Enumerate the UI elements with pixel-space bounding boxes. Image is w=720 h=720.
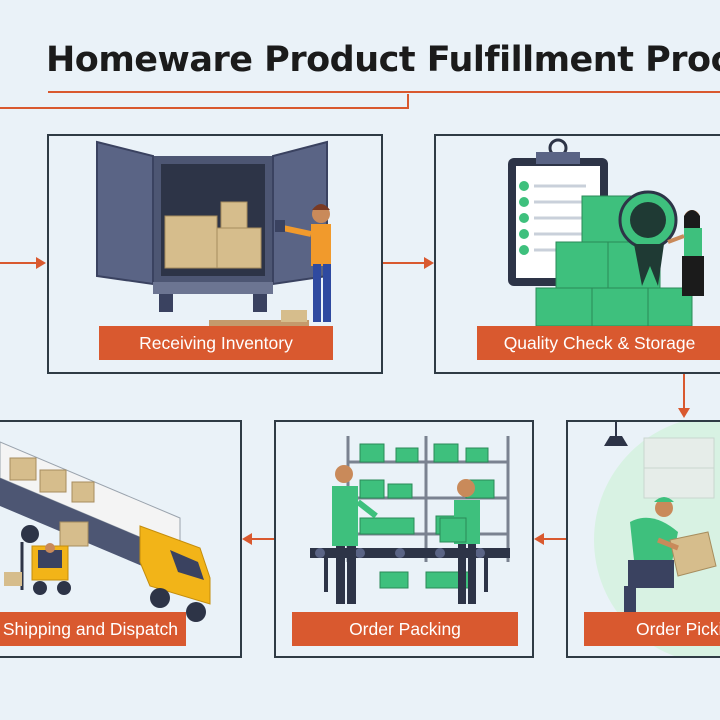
step-label-shipping: Shipping and Dispatch <box>0 612 186 646</box>
step-label-receiving: Receiving Inventory <box>99 326 333 360</box>
step-shipping-dispatch: Shipping and Dispatch <box>0 420 242 658</box>
step-receiving-inventory: Receiving Inventory <box>47 134 383 374</box>
step-quality-check: Quality Check & Storage <box>434 134 720 374</box>
step-order-picking: Order Picking <box>566 420 720 658</box>
step-label-picking: Order Picking <box>584 612 720 646</box>
diagram-title: Homeware Product Fulfillment Proce <box>46 40 720 80</box>
step-label-quality: Quality Check & Storage <box>477 326 720 360</box>
quality-check-illustration <box>508 138 704 327</box>
step-order-packing: Order Packing <box>274 420 534 658</box>
step-label-packing: Order Packing <box>292 612 518 646</box>
flow-arrows <box>0 257 690 545</box>
shipping-truck-illustration <box>0 441 211 622</box>
order-packing-illustration <box>310 436 510 604</box>
order-picking-illustration <box>594 422 720 656</box>
title-underline <box>0 91 720 109</box>
delivery-van-illustration <box>96 140 331 326</box>
